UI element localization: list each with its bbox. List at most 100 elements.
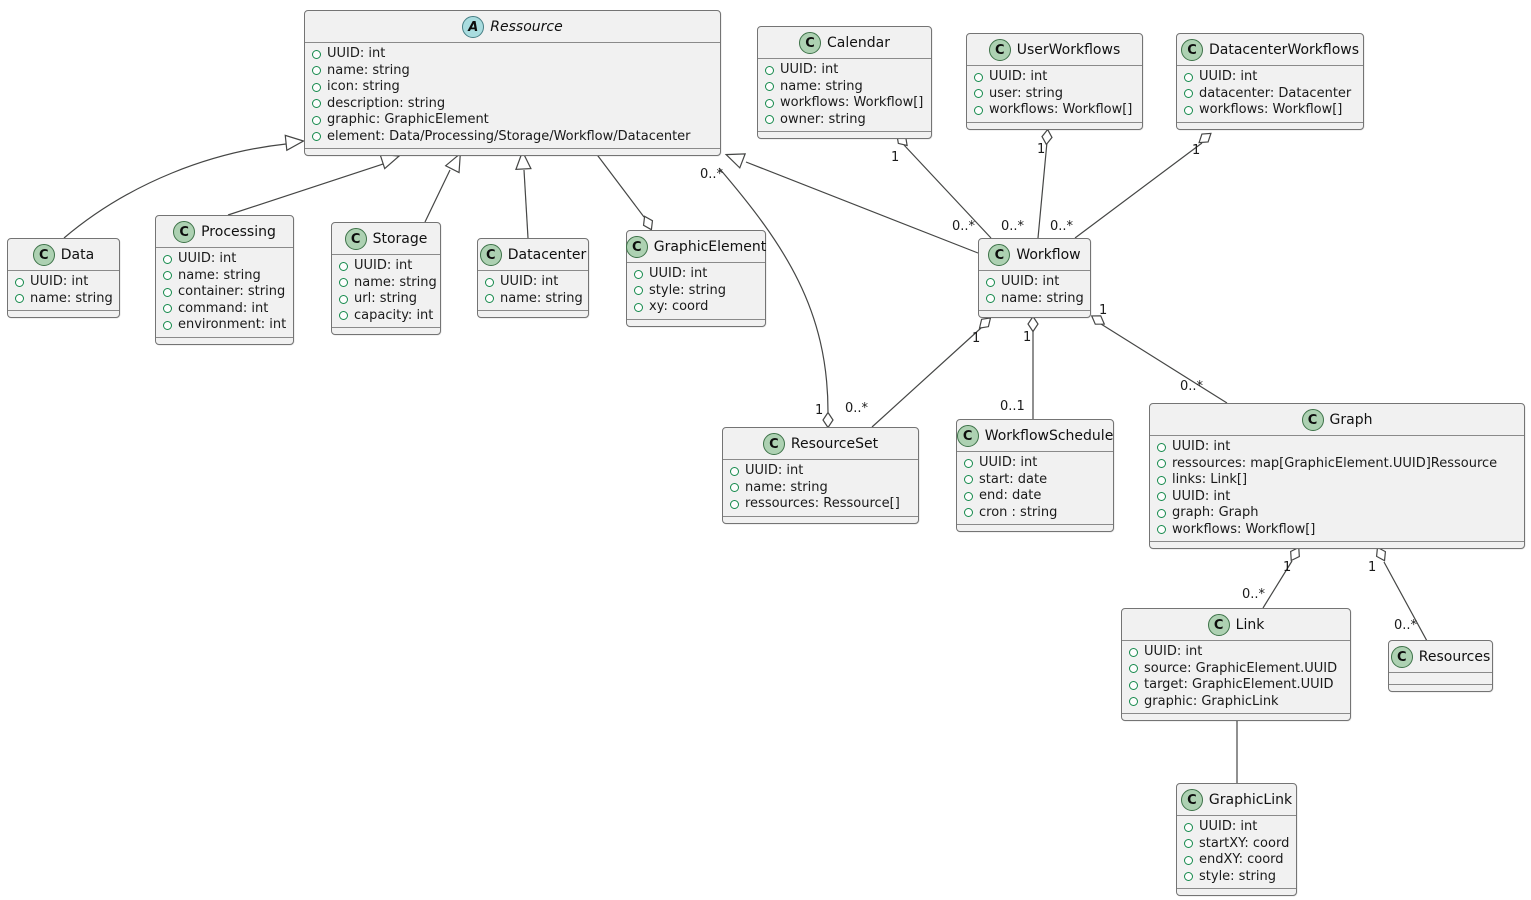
field-visibility-icon <box>986 294 995 304</box>
class-icon: C <box>762 433 785 455</box>
attribute-text: xy: coord <box>649 299 709 314</box>
attribute-text: ressources: map[GraphicElement.UUID]Ress… <box>1172 455 1498 471</box>
multiplicity-label: 0..* <box>1394 618 1418 633</box>
multiplicity-label: 0..1 <box>1000 399 1025 414</box>
aggregation-diamond-icon <box>978 317 992 329</box>
class-header: C GraphicLink <box>1177 784 1296 815</box>
class-attribute: UUID: int <box>1157 439 1517 456</box>
field-visibility-icon <box>485 277 494 287</box>
class-attribute: owner: string <box>765 112 924 129</box>
attribute-text: UUID: int <box>178 251 237 266</box>
field-visibility-icon <box>1184 72 1193 82</box>
attribute-text: UUID: int <box>1172 488 1231 504</box>
field-visibility-icon <box>339 278 348 288</box>
attribute-text: UUID: int <box>327 46 386 61</box>
aggregation-diamond-icon <box>1090 315 1106 325</box>
class-methods-compartment <box>967 121 1142 129</box>
class-attribute: workflows: Workflow[] <box>765 95 924 112</box>
class-attribute: name: string <box>163 268 286 285</box>
field-visibility-icon <box>485 294 494 304</box>
class-attribute: style: string <box>634 283 758 300</box>
generalization-arrowhead-icon <box>284 134 305 152</box>
class-methods-compartment <box>1122 713 1350 720</box>
class-attribute: UUID: int <box>1184 69 1356 86</box>
abstract-class-icon: A <box>462 16 485 38</box>
field-visibility-icon <box>15 277 24 287</box>
class-title: Graph <box>1329 412 1373 428</box>
field-visibility-icon <box>964 458 973 468</box>
attribute-text: container: string <box>178 284 286 299</box>
class-title: Storage <box>372 231 428 247</box>
class-attribute: container: string <box>163 284 286 301</box>
class-header: A Ressource <box>305 11 720 42</box>
class-attribute: target: GraphicElement.UUID <box>1129 677 1343 694</box>
edge-data-ressource <box>63 143 287 239</box>
class-title: GraphicLink <box>1208 792 1293 808</box>
field-visibility-icon <box>765 115 774 125</box>
field-visibility-icon <box>1129 697 1138 707</box>
field-visibility-icon <box>765 98 774 108</box>
class-icon: C <box>988 244 1011 266</box>
attribute-text: url: string <box>354 291 418 306</box>
field-visibility-icon <box>1129 664 1138 674</box>
attribute-text: UUID: int <box>989 69 1048 84</box>
field-visibility-icon <box>15 294 24 304</box>
field-visibility-icon <box>163 254 172 264</box>
field-visibility-icon <box>163 320 172 330</box>
class-icon: C <box>1180 789 1203 811</box>
field-visibility-icon <box>765 65 774 75</box>
attribute-text: graphic: GraphicLink <box>1144 693 1279 709</box>
class-attribute: UUID: int <box>163 251 286 268</box>
edge-resourceset-ressource <box>718 167 829 413</box>
attribute-text: cron : string <box>979 504 1058 520</box>
class-icon: C <box>988 39 1011 61</box>
aggregation-diamond-icon <box>642 215 654 231</box>
attribute-text: UUID: int <box>354 258 413 273</box>
class-methods-compartment <box>957 524 1113 531</box>
attribute-text: style: string <box>1199 868 1277 884</box>
attribute-text: command: int <box>178 300 269 316</box>
class-attribute: xy: coord <box>634 299 758 316</box>
attribute-text: source: GraphicElement.UUID <box>1144 660 1338 676</box>
class-attribute: description: string <box>312 96 713 113</box>
attribute-text: style: string <box>649 282 727 298</box>
attribute-text: description: string <box>327 95 446 111</box>
class-icon: C <box>173 221 196 243</box>
edge-ressource-graphicelement <box>594 151 645 218</box>
field-visibility-icon <box>312 66 321 76</box>
class-attribute: capacity: int <box>339 308 433 325</box>
class-icon: C <box>799 32 822 54</box>
class-title: Datacenter <box>507 247 587 263</box>
class-attribute: UUID: int <box>15 274 112 291</box>
generalization-arrowhead-icon <box>515 149 532 171</box>
class-title: Ressource <box>490 19 563 35</box>
attribute-text: name: string <box>30 290 113 306</box>
class-attribute: UUID: int <box>1184 819 1289 836</box>
attribute-text: user: string <box>989 85 1063 101</box>
class-attribute: workflows: Workflow[] <box>974 102 1135 119</box>
aggregation-diamond-icon <box>822 411 834 429</box>
attribute-text: UUID: int <box>745 463 804 478</box>
